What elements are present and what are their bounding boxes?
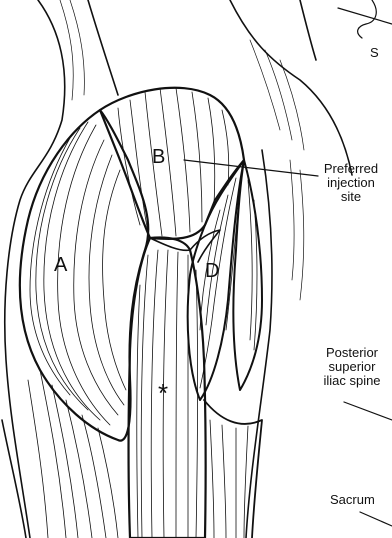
label-preferred-injection-site: Preferred injection site (310, 162, 392, 204)
upper-hatching (60, 0, 304, 300)
injection-site-pointer (184, 160, 318, 176)
left-thigh-hatching (28, 370, 118, 538)
label-preferred: Preferred (310, 162, 392, 176)
top-pointer (338, 8, 392, 24)
label-injection: injection (310, 176, 392, 190)
muscle-b (100, 88, 244, 239)
label-sacrum: Sacrum (330, 493, 375, 507)
label-region-star: * (158, 386, 168, 400)
label-posterior: Posterior (312, 346, 392, 360)
label-iliac-spine: iliac spine (312, 374, 392, 388)
sacrum-pointer (360, 512, 392, 526)
label-posterior-superior-iliac-spine: Posterior superior iliac spine (312, 346, 392, 388)
label-superior: superior (312, 360, 392, 374)
muscle-posterior-lower (204, 400, 262, 538)
label-region-b: B (152, 150, 165, 164)
label-top-partial: S (370, 46, 379, 60)
label-site: site (310, 190, 392, 204)
label-region-a: A (54, 258, 67, 272)
label-region-d: D (205, 264, 219, 278)
iliac-spine-pointer (344, 402, 392, 420)
